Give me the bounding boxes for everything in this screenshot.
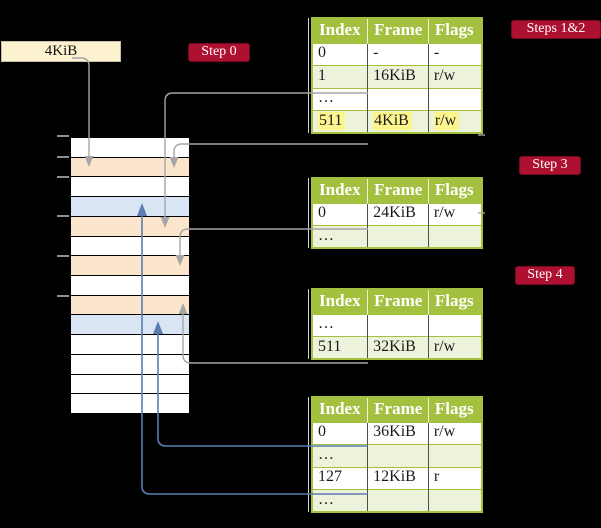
badge-steps-1-2: Steps 1&2 <box>511 20 601 39</box>
cell-flags: r/w <box>428 202 482 226</box>
cell-flags <box>428 225 482 248</box>
col-header-frame: Frame <box>367 18 429 43</box>
cell-flags: r <box>428 466 482 490</box>
cell-index: 511 <box>312 336 369 359</box>
cell-index: … <box>312 444 369 467</box>
tick-mark <box>57 135 69 137</box>
memory-frame-free <box>71 353 189 374</box>
cell-frame <box>367 489 429 512</box>
cell-flags <box>428 87 482 111</box>
col-header-index: Index <box>312 18 369 43</box>
cell-index: 511 <box>312 110 369 133</box>
table-row: 0 24KiB r/w <box>312 202 482 226</box>
memory-frame-data <box>71 314 189 335</box>
page-table-level-2: Index Frame Flags 0 24KiB r/w … <box>308 177 483 249</box>
table-row-ellipsis: … <box>312 225 482 248</box>
page-size-label: 4KiB <box>44 43 78 59</box>
tick-mark <box>57 156 69 158</box>
cell-frame <box>367 444 429 467</box>
col-header-flags: Flags <box>428 397 482 422</box>
cell-frame: 36KiB <box>367 421 429 445</box>
cell-index: … <box>312 489 369 512</box>
cell-frame: 16KiB <box>367 65 429 88</box>
cell-flags: r/w <box>428 65 482 88</box>
cell-flags: r/w <box>428 336 482 359</box>
memory-frame-free <box>71 373 189 394</box>
cell-frame: - <box>367 42 429 66</box>
cell-index: 127 <box>312 466 369 490</box>
table-row: 511 32KiB r/w <box>312 336 482 359</box>
cell-index: 0 <box>312 202 369 226</box>
cell-frame <box>367 313 429 337</box>
memory-frame-free <box>71 334 189 354</box>
table-row: 127 12KiB r <box>312 466 482 490</box>
highlight-text: 4KiB <box>373 111 412 130</box>
memory-frame-free <box>71 393 189 414</box>
table-header-row: Index Frame Flags <box>312 178 482 203</box>
arrow-entry511-4kib-to-frame <box>173 143 368 157</box>
table-row: 1 16KiB r/w <box>312 65 482 88</box>
col-header-index: Index <box>312 178 369 203</box>
col-header-flags: Flags <box>428 289 482 314</box>
table-row-ellipsis: … <box>312 313 482 337</box>
col-header-flags: Flags <box>428 178 482 203</box>
table-row: 0 - - <box>312 42 482 66</box>
table-header-row: Index Frame Flags <box>312 18 482 43</box>
cell-flags <box>428 313 482 337</box>
memory-frame-pagetable <box>71 255 189 276</box>
highlight-text: r/w <box>433 111 460 130</box>
page-table-level-3: Index Frame Flags … 511 32KiB r/w <box>308 288 483 360</box>
col-header-frame: Frame <box>367 289 429 314</box>
col-header-frame: Frame <box>367 178 429 203</box>
page-table-level-4: Index Frame Flags 0 36KiB r/w … 127 12Ki… <box>308 396 483 513</box>
badge-step-3: Step 3 <box>519 156 581 175</box>
cell-flags: r/w <box>428 421 482 445</box>
highlight-text: 511 <box>318 111 346 130</box>
table-header-row: Index Frame Flags <box>312 289 482 314</box>
cell-frame: 32KiB <box>367 336 429 359</box>
cell-frame: 24KiB <box>367 202 429 226</box>
page-size-box: 4KiB <box>1 41 121 62</box>
page-table-level-1: Index Frame Flags 0 - - 1 16KiB r/w … <box>308 17 483 134</box>
cell-index: … <box>312 313 369 337</box>
memory-frame-free <box>71 138 189 157</box>
cell-frame <box>367 225 429 248</box>
memory-frame-free <box>71 275 189 295</box>
cell-flags <box>428 489 482 512</box>
cell-index: 0 <box>312 42 369 66</box>
cell-flags <box>428 444 482 467</box>
cell-frame <box>367 87 429 111</box>
cell-index: … <box>312 225 369 248</box>
col-header-flags: Flags <box>428 18 482 43</box>
badge-step-4: Step 4 <box>515 266 575 285</box>
tick-mark <box>57 176 69 178</box>
cell-index: … <box>312 87 369 111</box>
badge-step-0: Step 0 <box>188 43 250 62</box>
cell-index: 0 <box>312 421 369 445</box>
table-row: 0 36KiB r/w <box>312 421 482 445</box>
tick-mark <box>57 215 69 217</box>
col-header-frame: Frame <box>367 397 429 422</box>
tick-mark <box>57 255 69 257</box>
memory-frame-free <box>71 235 189 256</box>
col-header-index: Index <box>312 289 369 314</box>
cell-index: 1 <box>312 65 369 88</box>
memory-frame-free <box>71 176 189 197</box>
memory-column <box>70 137 190 414</box>
memory-frame-pagetable <box>71 294 189 315</box>
table-row-ellipsis: … <box>312 87 482 111</box>
cell-flags: r/w <box>428 110 482 133</box>
table-header-row: Index Frame Flags <box>312 397 482 422</box>
cell-frame: 12KiB <box>367 466 429 490</box>
table-row-ellipsis: … <box>312 489 482 512</box>
memory-frame-pagetable <box>71 156 189 177</box>
col-header-index: Index <box>312 397 369 422</box>
table-row-highlighted: 511 4KiB r/w <box>312 110 482 133</box>
memory-frame-data <box>71 196 189 216</box>
tick-mark <box>57 295 69 297</box>
table-row-ellipsis: … <box>312 444 482 467</box>
cell-frame: 4KiB <box>367 110 429 133</box>
cell-flags: - <box>428 42 482 66</box>
memory-frame-pagetable <box>71 215 189 236</box>
